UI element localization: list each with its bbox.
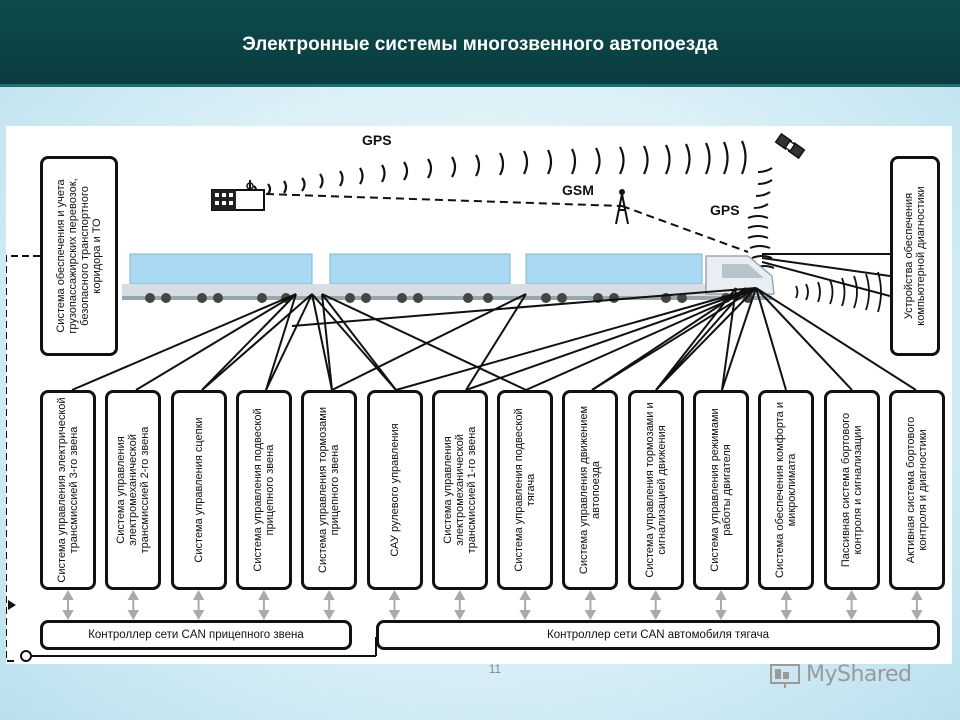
left-dashed-loop [6, 255, 40, 662]
can-arrow-head-down [911, 610, 923, 621]
system-box-label: Система управления движением автопоезда [578, 405, 603, 575]
system-box: Система управления режимами работы двига… [693, 390, 749, 590]
diagnostic-waves [795, 271, 882, 313]
can-arrows [62, 589, 923, 621]
left-loop-arrowheads [8, 600, 32, 662]
system-box-label: Система управления режимами работы двига… [709, 408, 733, 572]
gps-label-right: GPS [710, 202, 740, 218]
can-arrow-head-down [323, 610, 335, 621]
diagram-graphics [6, 132, 923, 662]
diagram-panel: GPS GSM GPS Система обеспечения и учета … [6, 126, 952, 664]
can-controller-tractor: Контроллер сети CAN автомобиля тягача [376, 620, 940, 650]
system-box-label: САУ рулевого управления [388, 423, 401, 557]
can-arrow-head-up [127, 589, 140, 600]
system-box: Система управления сцепки [170, 390, 227, 590]
system-box: Пассивная система бортового контроля и с… [823, 390, 880, 590]
system-box-label: Система управления подвеской тягача [513, 408, 538, 572]
can-arrow-head-up [911, 589, 923, 600]
can-arrow-head-down [388, 610, 401, 621]
can-arrow-head-up [584, 589, 597, 600]
gps-waves-right [747, 167, 775, 269]
system-links [71, 253, 917, 391]
can-arrow-head-up [715, 589, 727, 600]
can-arrow-head-down [258, 610, 270, 621]
can-arrow-head-down [192, 610, 205, 621]
system-box-label: Пассивная система бортового контроля и с… [839, 412, 864, 568]
can-arrow-head-up [258, 589, 270, 600]
gps-label-top: GPS [362, 132, 392, 148]
page-number: 11 [488, 662, 502, 676]
can-arrow-head-down [649, 610, 662, 621]
system-box: Активная система бортового контроля и ди… [888, 390, 945, 590]
can-arrow-head-up [845, 589, 858, 600]
can-controller-trailer: Контроллер сети CAN прицепного звена [40, 620, 352, 650]
can-arrow-head-down [780, 610, 793, 621]
system-box: Система управления электромеханической т… [431, 390, 488, 590]
can-arrow-head-down [584, 610, 597, 621]
building-icon [211, 180, 265, 211]
system-box-label: Система управления тормозами прицепного … [317, 407, 342, 573]
can-arrow-head-up [192, 589, 205, 600]
system-box: САУ рулевого управления [366, 390, 423, 590]
gsm-label: GSM [562, 182, 594, 198]
diagnostics-device-label: Устройства обеспечения компьютерной диаг… [903, 186, 927, 326]
system-box-label: Активная система бортового контроля и ди… [904, 416, 929, 564]
gsm-links [265, 193, 749, 253]
can-arrow-head-down [454, 610, 466, 621]
transport-support-system-label: Система обеспечения и учета грузопассажи… [55, 178, 103, 334]
can-controller-tractor-label: Контроллер сети CAN автомобиля тягача [547, 629, 769, 641]
transport-support-system-box: Система обеспечения и учета грузопассажи… [40, 156, 118, 356]
gsm-tower-icon [615, 189, 629, 225]
system-box: Система обеспечения комфорта и микроклим… [758, 390, 815, 590]
can-controller-trailer-label: Контроллер сети CAN прицепного звена [88, 629, 304, 641]
presentation-icon [770, 664, 800, 688]
can-arrow-head-up [649, 589, 662, 600]
system-box-label: Система управления электромеханической т… [115, 426, 152, 554]
system-box: Система управления электрической трансми… [40, 390, 96, 590]
page-title: Электронные системы многозвенного автопо… [242, 34, 718, 55]
satellite-icon [774, 132, 806, 160]
can-arrow-head-up [454, 589, 466, 600]
diagnostics-device-box: Устройства обеспечения компьютерной диаг… [890, 156, 940, 356]
system-box: Система управления электромеханической т… [105, 390, 162, 590]
can-arrow-head-up [388, 589, 401, 600]
watermark-text: MyShared [806, 662, 912, 687]
can-arrow-head-up [780, 589, 793, 600]
system-box-label: Система управления электромеханической т… [441, 426, 478, 554]
system-box-label: Система обеспечения комфорта и микроклим… [774, 402, 799, 578]
system-box-label: Система управления тормозами и сигнализа… [643, 402, 668, 578]
can-arrow-head-down [62, 610, 74, 621]
can-arrow-head-up [323, 589, 335, 600]
can-arrow-head-down [519, 610, 531, 621]
can-arrow-head-down [127, 610, 140, 621]
header-bar: Электронные системы многозвенного автопо… [0, 0, 960, 87]
can-arrow-head-up [519, 589, 531, 600]
system-box: Система управления тормозами прицепного … [301, 390, 358, 590]
system-box: Система управления движением автопоезда [562, 390, 619, 590]
system-box: Система управления подвеской тягача [497, 390, 554, 590]
system-box: Система управления тормозами и сигнализа… [627, 390, 684, 590]
signal-waves [253, 140, 747, 195]
system-box-label: Система управления сцепки [192, 417, 205, 563]
system-box-label: Система управления электрической трансми… [56, 397, 80, 583]
system-box: Система управления подвеской прицепного … [235, 390, 292, 590]
system-box-label: Система управления подвеской прицепного … [251, 408, 276, 572]
can-arrow-head-down [715, 610, 727, 621]
can-arrow-head-up [62, 589, 74, 600]
road-train [122, 253, 775, 303]
can-arrow-head-down [845, 610, 858, 621]
